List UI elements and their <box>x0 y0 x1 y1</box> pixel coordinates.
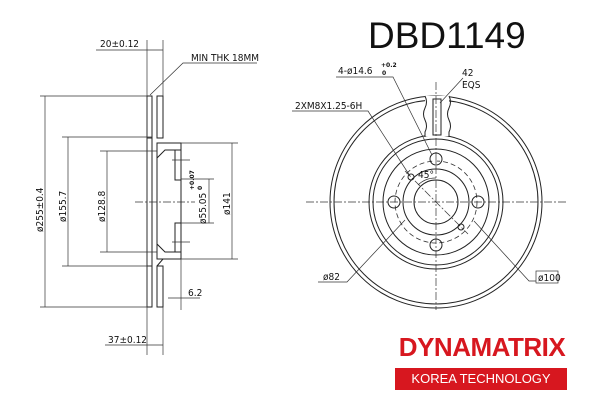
thickness-label: 20±0.12 <box>100 39 139 50</box>
center-bore-tol-lower: 0 <box>197 186 204 190</box>
bolt-holes-label: 4-ø14.6 <box>338 66 373 77</box>
part-number: DBD1149 <box>368 15 526 56</box>
bolt-holes-tol-upper: +0.2 <box>381 62 397 69</box>
dynamatrix-logo: DYNAMATRIX KOREA TECHNOLOGY <box>389 330 575 394</box>
vanes-label: 42 <box>462 68 473 79</box>
pcd-label: ø100 <box>538 273 561 284</box>
hat-diameter-label: ø141 <box>222 192 233 215</box>
threaded-holes <box>407 173 465 231</box>
side-view: 20±0.12 MIN THK 18MM 37±0.12 6.2 ø255±0.… <box>35 39 259 355</box>
hat-thickness-label: 6.2 <box>188 288 202 299</box>
angle-label: 45° <box>418 170 434 181</box>
logo-brand: DYNAMATRIX <box>398 332 566 362</box>
vanes-spacing-label: EQS <box>462 80 481 91</box>
center-bore-label: ø55.05 <box>198 193 209 224</box>
logo-tagline: KOREA TECHNOLOGY <box>395 368 567 390</box>
diameter-155-label: ø155.7 <box>58 191 69 222</box>
outer-diameter-label: ø255±0.4 <box>35 187 46 232</box>
height-label: 37±0.12 <box>108 335 147 346</box>
bolt-holes-tol-lower: 0 <box>382 70 386 77</box>
min-thickness-label: MIN THK 18MM <box>191 53 259 64</box>
diameter-82-label: ø82 <box>323 272 340 283</box>
threads-label: 2XM8X1.25-6H <box>295 101 362 112</box>
center-bore-tol-upper: +0.07 <box>189 170 196 190</box>
front-view: 4-ø14.6 +0.2 0 42 EQS 2XM8X1.25-6H 45° ø… <box>292 62 566 310</box>
diameter-128-label: ø128.8 <box>97 190 108 222</box>
